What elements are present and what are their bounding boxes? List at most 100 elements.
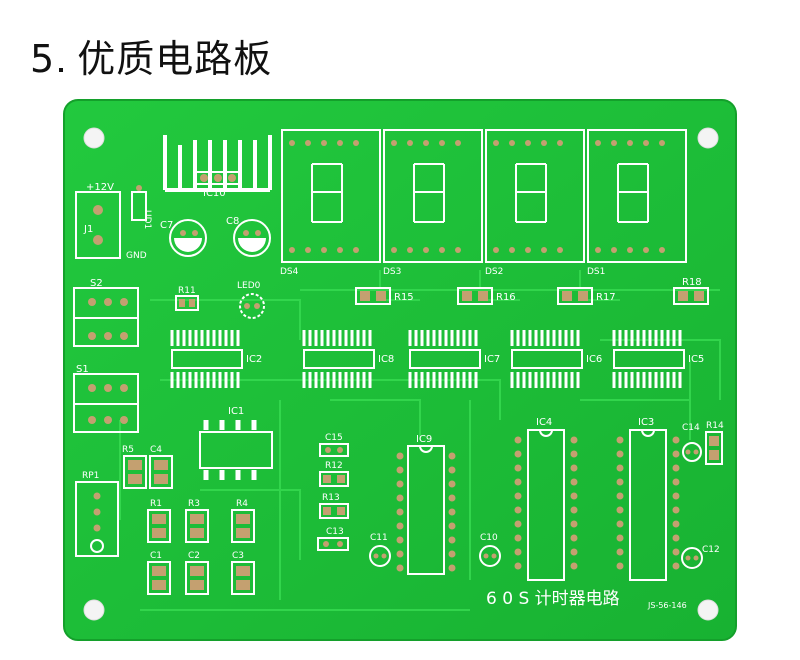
display-ds4 [281, 129, 381, 263]
label-ds2: DS2 [485, 267, 503, 277]
label-j1: J1 [83, 224, 93, 235]
rp1-potentiometer [75, 481, 119, 557]
r17-resistor [557, 287, 593, 305]
label-r18: R18 [682, 277, 702, 288]
label-c14: C14 [682, 423, 700, 433]
label-ds4: DS4 [280, 267, 299, 277]
label-r17: R17 [596, 292, 616, 303]
label-ds3: DS3 [383, 267, 401, 277]
display-ds1 [587, 129, 687, 263]
label-led0: LED0 [237, 281, 261, 291]
c12-capacitor [681, 547, 703, 569]
c13-capacitor [317, 537, 349, 551]
label-r15: R15 [394, 292, 414, 303]
label-c11: C11 [370, 533, 388, 543]
r3-resistor [185, 509, 209, 543]
r13-resistor [319, 503, 349, 519]
ic6-chip [510, 330, 583, 388]
ic3-socket [629, 429, 667, 581]
c3-capacitor [231, 561, 255, 595]
label-s1: S1 [76, 364, 89, 375]
j1-pad-2 [93, 235, 103, 245]
ic9-socket [407, 445, 445, 575]
label-ic2: IC2 [246, 354, 262, 365]
label-r14: R14 [706, 421, 724, 431]
board-title: 6 0 S 计时器电路 [486, 589, 620, 609]
label-r1: R1 [150, 499, 162, 509]
label-c10: C10 [480, 533, 498, 543]
label-r5: R5 [122, 445, 134, 455]
r4-resistor [231, 509, 255, 543]
label-c7: C7 [160, 220, 173, 231]
c4-capacitor [149, 455, 173, 489]
led0 [239, 293, 265, 319]
copper-traces [119, 270, 721, 611]
heading-dot [59, 68, 64, 72]
label-r13: R13 [322, 493, 340, 503]
ud1-diode [131, 191, 147, 221]
ic9-pins [396, 452, 456, 572]
label-ic7: IC7 [484, 354, 500, 365]
c1-capacitor [147, 561, 171, 595]
ic10-heatsink [163, 135, 272, 192]
label-c13: C13 [326, 527, 344, 537]
s1-switch [73, 373, 139, 433]
label-r4: R4 [236, 499, 248, 509]
display-ds3 [383, 129, 483, 263]
label-ic1: IC1 [228, 406, 244, 417]
r18-resistor [673, 287, 709, 305]
ic8-chip [302, 330, 375, 388]
label-ds1: DS1 [587, 267, 605, 277]
label-c12: C12 [702, 545, 720, 555]
ic7-chip [408, 330, 481, 388]
r12-resistor [319, 471, 349, 487]
label-ic8: IC8 [378, 354, 394, 365]
s1-pads [88, 384, 128, 424]
label-c3: C3 [232, 551, 244, 561]
s2-pads [88, 298, 128, 340]
label-ic3: IC3 [638, 417, 654, 428]
label-ud1: UD1 [142, 210, 152, 229]
r16-resistor [457, 287, 493, 305]
c11-capacitor [369, 545, 391, 567]
ic10-pads [195, 171, 241, 185]
r11-resistor [175, 295, 199, 311]
label-c15: C15 [325, 433, 343, 443]
mounting-holes [83, 127, 719, 621]
display-pins [289, 140, 665, 253]
c10-capacitor [479, 545, 501, 567]
label-s2: S2 [90, 278, 103, 289]
c2-capacitor [185, 561, 209, 595]
label-c2: C2 [188, 551, 200, 561]
label-gnd: GND [126, 251, 147, 261]
label-ic10: IC10 [203, 188, 226, 199]
label-c1: C1 [150, 551, 162, 561]
r5-resistor [123, 455, 147, 489]
ic4-socket [527, 429, 565, 581]
ic1-chip [199, 420, 273, 480]
c8-capacitor [233, 219, 271, 257]
ic2-chip [170, 330, 243, 388]
label-ic4: IC4 [536, 417, 552, 428]
c7-capacitor [169, 219, 207, 257]
label-ic6: IC6 [586, 354, 602, 365]
ic5-chip [612, 330, 685, 388]
board-code: JS-56-146 [647, 601, 687, 610]
r1-resistor [147, 509, 171, 543]
j1-pad-1 [93, 205, 103, 215]
label-plus12v: +12V [86, 182, 114, 193]
ic3-pins [616, 436, 680, 570]
label-c8: C8 [226, 216, 239, 227]
c14-capacitor [682, 442, 702, 462]
label-rp1: RP1 [82, 471, 99, 481]
display-ds2 [485, 129, 585, 263]
j1-connector [75, 191, 121, 259]
s2-switch [73, 287, 139, 347]
label-ic9: IC9 [416, 434, 432, 445]
heading-title: 优质电路板 [77, 37, 273, 81]
r15-resistor [355, 287, 391, 305]
label-r16: R16 [496, 292, 516, 303]
label-c4: C4 [150, 445, 162, 455]
